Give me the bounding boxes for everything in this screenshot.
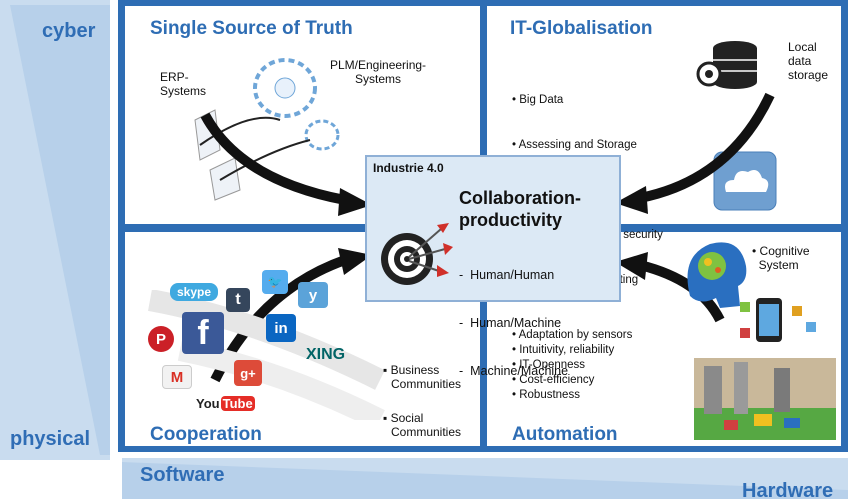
youtube-you-text: You	[196, 396, 220, 411]
social-communities-text: Social Communities	[390, 411, 462, 439]
collaboration-items: - Human/Human - Human/Machine - Machine/…	[459, 235, 568, 411]
system-diagrams-illustration	[194, 58, 340, 201]
gmail-icon: M	[162, 365, 192, 389]
tumblr-icon: t	[226, 288, 250, 312]
community-waves	[148, 290, 385, 420]
business-communities-text: Business Communities	[390, 363, 462, 391]
cognitive-head-icon	[687, 242, 747, 308]
twitter-icon: 🐦	[262, 270, 288, 294]
cyber-label: cyber	[42, 20, 96, 42]
skype-icon: skype	[170, 283, 218, 301]
collaboration-heading-line1: Collaboration-	[459, 188, 581, 208]
it-bullet: • Big Data	[512, 94, 564, 106]
plm-systems-label: PLM/Engineering- Systems	[330, 58, 427, 86]
cooperation-title: Cooperation	[150, 424, 262, 445]
local-data-storage-label: Local data storage	[788, 40, 829, 82]
smart-devices-illustration	[740, 298, 816, 342]
single-source-title: Single Source of Truth	[150, 18, 353, 39]
software-label: Software	[140, 464, 225, 486]
youtube-icon: You Tube	[196, 396, 255, 411]
automation-title: Automation	[512, 424, 618, 445]
robot-assembly-photo	[694, 358, 836, 440]
hardware-label: Hardware	[742, 480, 834, 502]
automation-bullet: • Cost-efficiency	[512, 374, 595, 386]
automation-bullet: • Robustness	[512, 389, 580, 401]
industrie-4-box: Industrie 4.0 Collaboration- productivit…	[365, 155, 621, 378]
automation-bullet: • Intuitivity, reliability	[512, 344, 615, 356]
xing-icon: XING	[306, 346, 346, 363]
collaboration-heading: Collaboration- productivity	[459, 187, 581, 231]
automation-bullet: • IT-Openness	[512, 359, 586, 371]
google-plus-icon: g+	[234, 360, 262, 386]
it-bullet: • Assessing and Storage	[512, 139, 637, 151]
automation-bullet: • Adaptation by sensors	[512, 329, 633, 341]
automation-bullets: • Adaptation by sensors • Intuitivity, r…	[512, 328, 632, 403]
database-gear-icon	[696, 41, 757, 89]
collaboration-heading-line2: productivity	[459, 210, 563, 230]
youtube-tube-text: Tube	[220, 396, 255, 411]
cognitive-system-label: • Cognitive System	[752, 244, 810, 272]
it-globalisation-title: IT-Globalisation	[510, 18, 653, 39]
collaboration-item: - Human/Human	[459, 268, 555, 282]
collaboration-item: - Machine/Machine	[459, 364, 569, 378]
yammer-icon: y	[298, 282, 328, 308]
facebook-icon: f	[182, 312, 224, 354]
linkedin-icon: in	[266, 314, 296, 342]
industrie-4-title: Industrie 4.0	[373, 161, 444, 175]
business-communities-label: ▪ Business Communities	[383, 363, 462, 391]
social-communities-label: ▪ Social Communities	[383, 411, 462, 439]
collaboration-item: - Human/Machine	[459, 316, 562, 330]
pinterest-icon: P	[148, 326, 174, 352]
cloud-icon	[713, 151, 777, 211]
physical-label: physical	[10, 428, 91, 450]
erp-systems-label: ERP- Systems	[160, 70, 207, 98]
target-icon	[381, 223, 453, 285]
